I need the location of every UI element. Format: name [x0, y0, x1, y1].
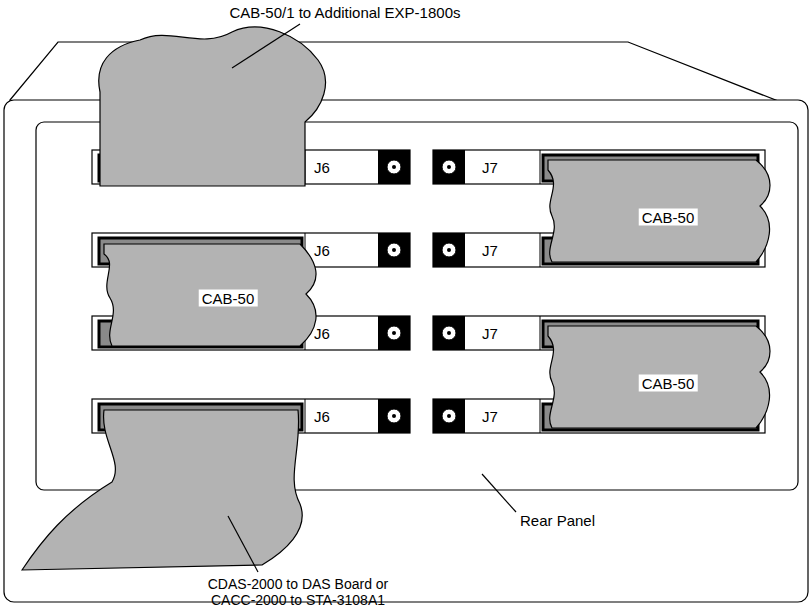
- screw: [387, 160, 401, 174]
- leader-line: [228, 516, 258, 572]
- connector-label: J7: [482, 159, 498, 176]
- screw-block: [433, 399, 465, 433]
- cable-label: CAB-50: [639, 209, 698, 226]
- screw-block: [378, 316, 410, 350]
- divider: [305, 399, 306, 433]
- divider: [540, 399, 541, 433]
- screw-hole: [447, 331, 451, 335]
- screw: [387, 243, 401, 257]
- screw-block: [433, 316, 465, 350]
- cable: [99, 27, 326, 186]
- screw-hole: [392, 331, 396, 335]
- screw-hole: [447, 248, 451, 252]
- leader-line: [232, 24, 300, 68]
- cable-callout: CDAS-2000 to DAS Board or CACC-2000 to S…: [191, 576, 406, 608]
- cable-label: CAB-50: [639, 375, 698, 392]
- screw-hole: [447, 414, 451, 418]
- screw-block: [433, 233, 465, 267]
- cable: [104, 244, 316, 346]
- screw-block: [378, 399, 410, 433]
- cable: [548, 160, 770, 262]
- connector-label: J6: [314, 408, 330, 425]
- screw-block: [433, 150, 465, 184]
- leader-line: [482, 474, 516, 512]
- screw-block: [378, 233, 410, 267]
- divider: [540, 233, 541, 267]
- screw: [387, 326, 401, 340]
- screw-hole: [392, 414, 396, 418]
- connector-label: J7: [482, 408, 498, 425]
- screw-block: [378, 150, 410, 184]
- screw-hole: [392, 165, 396, 169]
- connector-label: J6: [314, 242, 330, 259]
- cable: [22, 410, 302, 570]
- screw-hole: [392, 248, 396, 252]
- screw: [442, 409, 456, 423]
- screw: [442, 326, 456, 340]
- cable: [548, 326, 770, 428]
- connector-label: J7: [482, 242, 498, 259]
- screw-hole: [447, 165, 451, 169]
- cable-callout: CAB-50/1 to Additional EXP-1800s: [230, 4, 461, 21]
- panel-label: Rear Panel: [520, 512, 595, 529]
- connector-label: J6: [314, 325, 330, 342]
- cable-label: CAB-50: [199, 290, 258, 307]
- divider: [540, 150, 541, 184]
- divider: [540, 316, 541, 350]
- screw: [387, 409, 401, 423]
- screw: [442, 160, 456, 174]
- connector-label: J6: [314, 159, 330, 176]
- screw: [442, 243, 456, 257]
- connector-label: J7: [482, 325, 498, 342]
